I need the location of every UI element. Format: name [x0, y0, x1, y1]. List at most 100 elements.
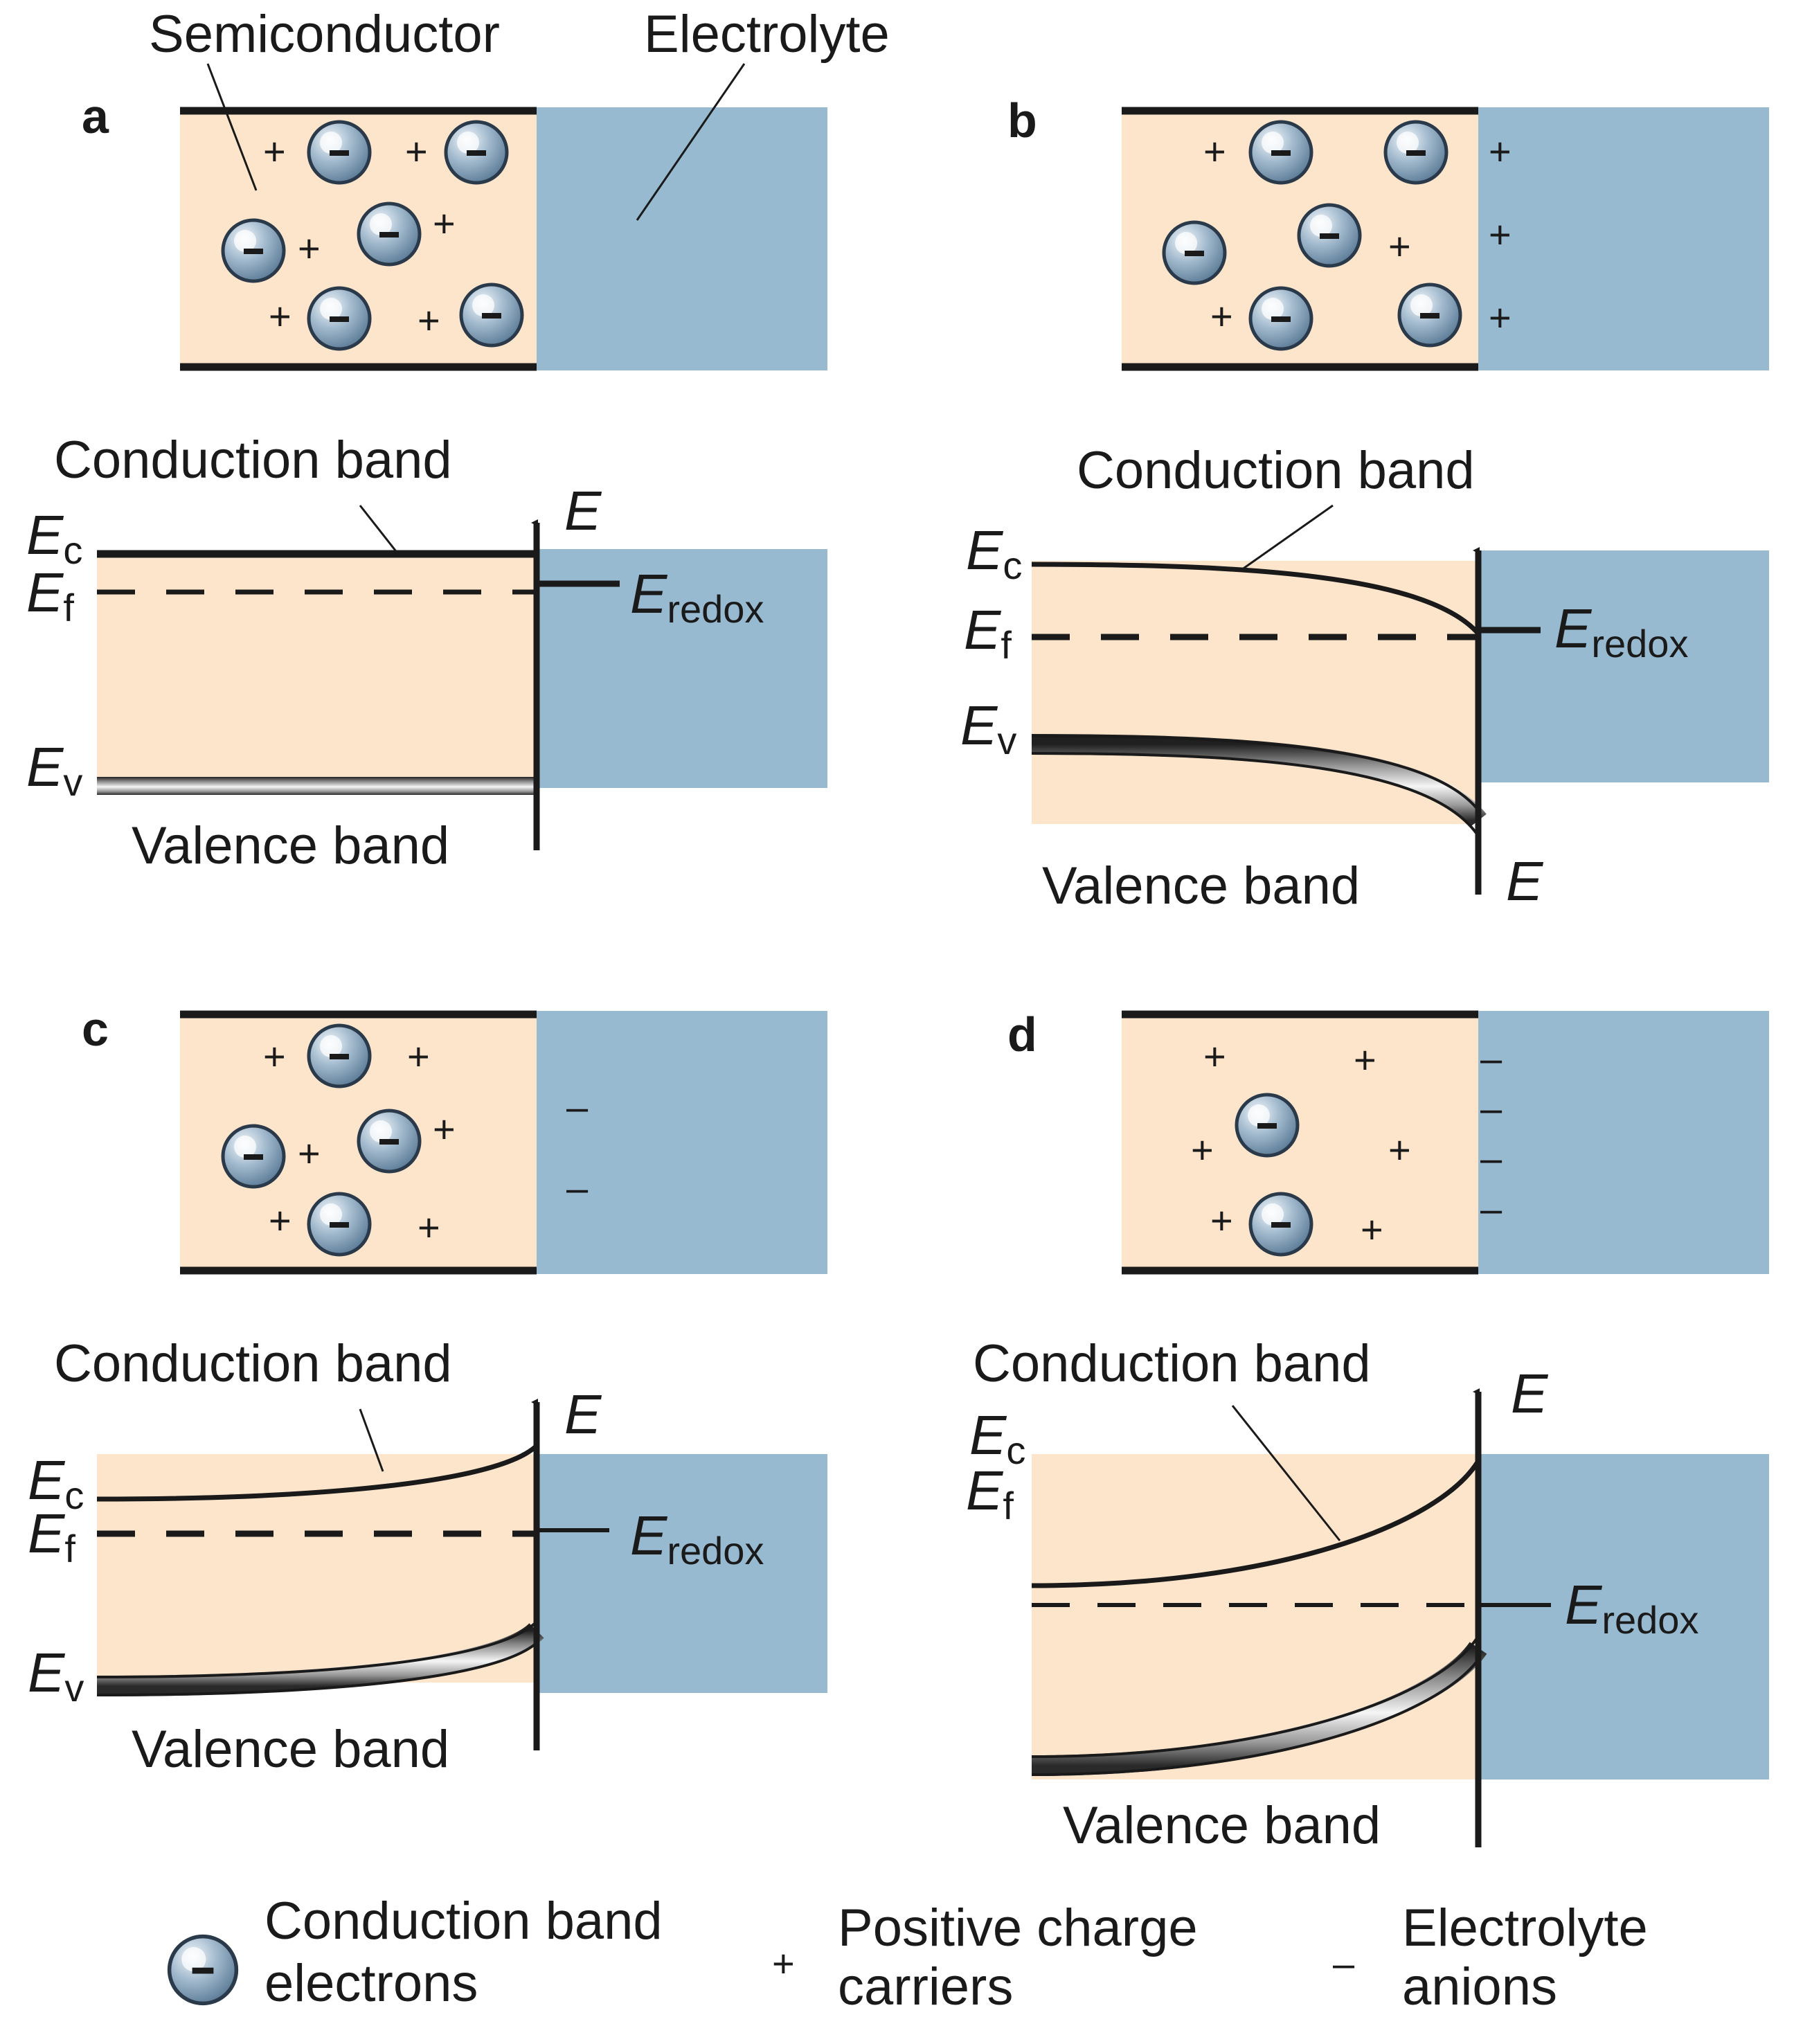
svg-text:Eredox: Eredox — [630, 563, 764, 631]
electrolyte-region — [1478, 1011, 1769, 1274]
svg-text:Eredox: Eredox — [1554, 598, 1688, 665]
electrolyte-band-region — [1478, 1454, 1769, 1779]
electrolyte-region — [537, 107, 827, 370]
svg-text:Ef: Ef — [26, 562, 74, 629]
electron-icon — [170, 1937, 237, 2004]
panel-label-d: d — [1007, 1007, 1037, 1061]
positive-charge: + — [1489, 213, 1512, 256]
svg-text:Eredox: Eredox — [1565, 1574, 1698, 1642]
electron-icon — [359, 204, 420, 265]
electrolyte-band-region — [537, 549, 827, 788]
positive-charge: + — [269, 1199, 291, 1242]
valence-band-edge — [97, 777, 537, 795]
electron-icon — [1250, 122, 1311, 183]
electron-icon — [309, 288, 370, 349]
positive-charge: + — [418, 298, 440, 342]
svg-text:Ec: Ec — [28, 1449, 84, 1517]
valence-band-label: Valence band — [1063, 1796, 1381, 1855]
electron-icon — [1399, 285, 1460, 346]
legend-plus-symbol: + — [772, 1942, 795, 1985]
positive-charge: + — [298, 1131, 321, 1175]
positive-charge: + — [433, 201, 456, 245]
electrolyte-region — [1478, 107, 1769, 370]
electron-icon — [1250, 288, 1311, 349]
conduction-band-label: Conduction band — [1077, 441, 1475, 500]
panel-label-b: b — [1007, 93, 1037, 147]
valence-band-edge — [1031, 734, 1487, 827]
positive-charge: + — [1210, 294, 1233, 338]
electron-icon — [1299, 205, 1360, 266]
positive-charge: + — [405, 129, 428, 173]
semiconductor-band-region — [1032, 1454, 1478, 1779]
positive-charge: + — [1388, 1128, 1411, 1172]
electrolyte-anion: – — [1480, 1187, 1503, 1230]
electron-icon — [1250, 1194, 1311, 1255]
electron-icon — [309, 1025, 370, 1086]
energy-axis-label: E — [564, 1383, 602, 1445]
positive-charge: + — [1354, 1038, 1376, 1082]
svg-text:Ec: Ec — [966, 519, 1022, 587]
positive-charge: + — [298, 226, 321, 270]
svg-text:Ev: Ev — [28, 1642, 84, 1710]
conduction-band-label: Conduction band — [973, 1334, 1371, 1393]
positive-charge: + — [269, 294, 291, 338]
panel-label-a: a — [82, 89, 109, 143]
panel-d: d + + + + + + – – – – Conduction band E … — [966, 1007, 1769, 1855]
svg-text:Ef: Ef — [966, 1460, 1014, 1527]
electron-icon — [1237, 1095, 1298, 1156]
electrolyte-label: Electrolyte — [644, 5, 890, 64]
electrolyte-anion: – — [566, 1085, 589, 1129]
semiconductor-label: Semiconductor — [149, 5, 500, 64]
legend-electrons-line2: electrons — [264, 1954, 478, 2013]
legend-minus-symbol: – — [1333, 1942, 1355, 1985]
conduction-band-label: Conduction band — [54, 431, 452, 490]
electron-icon — [1385, 122, 1446, 183]
electron-icon — [309, 122, 370, 183]
positive-charge: + — [1361, 1208, 1383, 1251]
electron-icon — [223, 1126, 284, 1187]
positive-charge: + — [418, 1205, 440, 1249]
positive-charge: + — [1210, 1199, 1233, 1242]
legend-positive-line2: carriers — [838, 1957, 1013, 2016]
electrolyte-anion: – — [1480, 1037, 1503, 1080]
electrolyte-region — [537, 1011, 827, 1274]
electrolyte-band-region — [537, 1454, 827, 1693]
conduction-band-label: Conduction band — [54, 1334, 452, 1393]
panel-a: a Semiconductor Electrolyte + + + + + + … — [26, 5, 890, 875]
positive-charge: + — [407, 1034, 430, 1078]
valence-band-label: Valence band — [132, 816, 449, 875]
positive-charge: + — [1191, 1128, 1214, 1172]
energy-axis-label: E — [1511, 1363, 1549, 1424]
positive-charge: + — [263, 1034, 286, 1078]
positive-charge: + — [1388, 224, 1411, 268]
energy-axis-label: E — [1506, 850, 1544, 912]
legend-electrons-line1: Conduction band — [264, 1892, 663, 1951]
panel-b: b + + + + + + Conduction band E Ec Ef Ev… — [960, 93, 1769, 915]
electron-icon — [359, 1111, 420, 1172]
electron-icon — [1164, 222, 1225, 283]
svg-text:Ec: Ec — [26, 504, 82, 572]
electrolyte-anion: – — [566, 1166, 589, 1210]
electron-icon — [446, 122, 507, 183]
electrolyte-anion: – — [1480, 1136, 1503, 1180]
electron-icon — [309, 1194, 370, 1255]
energy-axis-label: E — [564, 480, 602, 541]
positive-charge: + — [1489, 296, 1512, 339]
svg-text:Ev: Ev — [960, 694, 1016, 762]
legend: Conduction band electrons + Positive cha… — [170, 1892, 1648, 2016]
valence-band-label: Valence band — [132, 1720, 449, 1779]
panel-label-c: c — [82, 1002, 109, 1056]
svg-text:Ef: Ef — [28, 1503, 75, 1570]
electrolyte-anion: – — [1480, 1086, 1503, 1130]
electrolyte-band-region — [1478, 550, 1769, 782]
svg-text:Ev: Ev — [26, 736, 82, 804]
positive-charge: + — [1203, 129, 1226, 173]
valence-band-edge — [1031, 1642, 1487, 1776]
positive-charge: + — [263, 129, 286, 173]
legend-positive-line1: Positive charge — [838, 1899, 1198, 1957]
valence-band-label: Valence band — [1042, 857, 1360, 915]
svg-text:Ec: Ec — [969, 1404, 1025, 1472]
panel-c: c + + + + + + – – Conduction band E Ec E… — [28, 1002, 827, 1779]
valence-band-edge — [96, 1622, 544, 1696]
